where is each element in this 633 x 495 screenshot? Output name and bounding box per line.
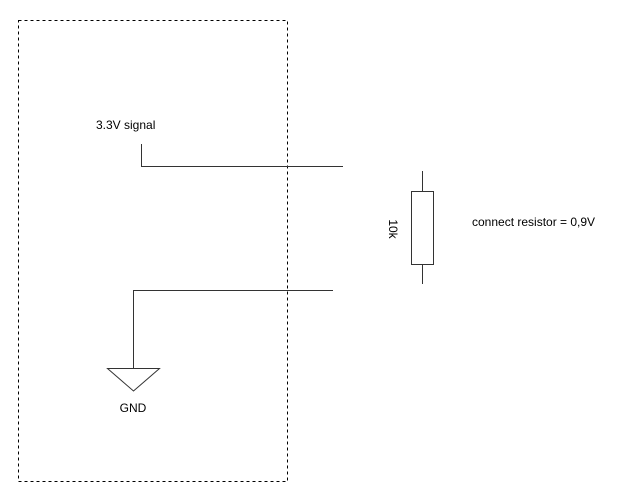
ground-icon xyxy=(106,368,161,392)
device-boundary xyxy=(18,20,288,482)
resistor xyxy=(411,191,434,265)
ground-wire xyxy=(133,290,333,368)
signal-wire xyxy=(141,144,343,167)
note-label: connect resistor = 0,9V xyxy=(472,215,595,229)
ground-label: GND xyxy=(120,401,147,415)
signal-label: 3.3V signal xyxy=(96,118,155,132)
resistor-value-label: 10k xyxy=(386,219,400,239)
